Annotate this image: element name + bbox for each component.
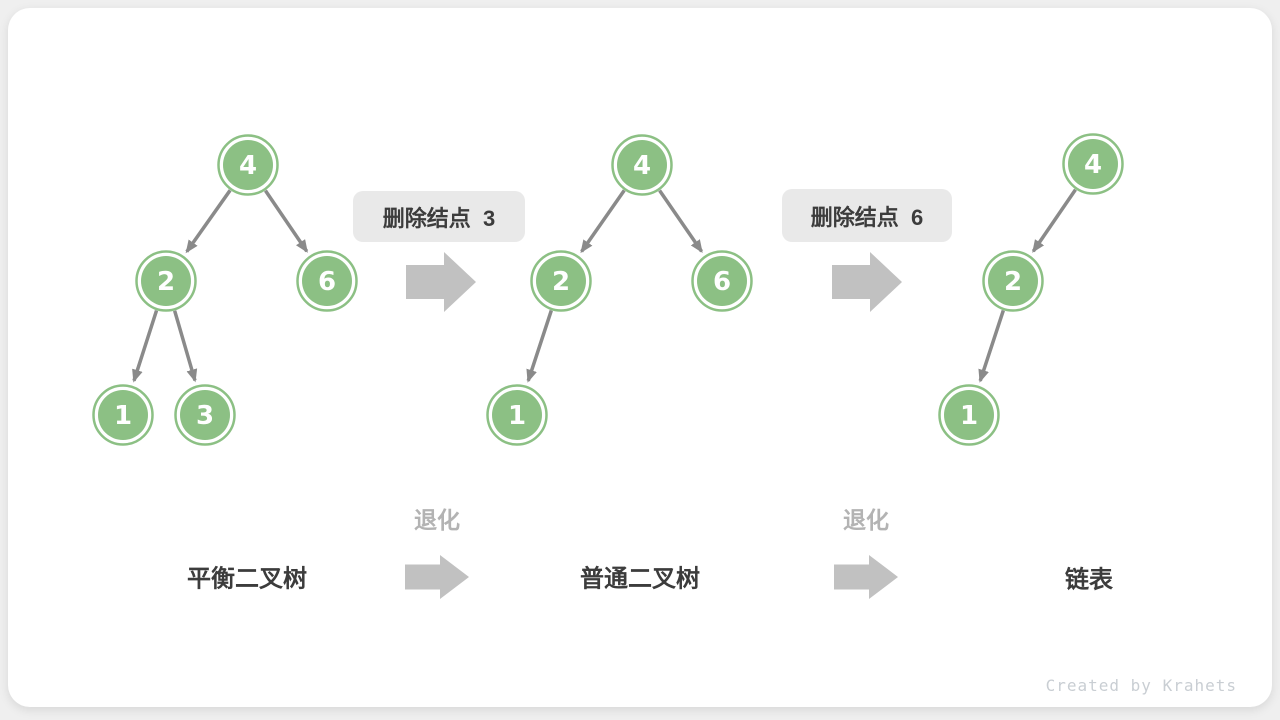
tree-edge-arrow (185, 189, 232, 254)
tree-node-6: 6 (691, 250, 753, 312)
block-arrow-right-icon (406, 252, 476, 312)
node-disk (697, 256, 747, 306)
tree-node-1: 1 (938, 384, 1000, 446)
callout-delete-node-3: 删除结点 3 (353, 191, 525, 242)
node-disk (944, 390, 994, 440)
node-disk (98, 390, 148, 440)
tree-edge-arrow (172, 310, 198, 383)
node-value: 1 (114, 401, 132, 431)
tree-node-1: 1 (92, 384, 154, 446)
tree-edge-arrow (264, 189, 309, 253)
tree-node-2: 2 (530, 250, 592, 312)
node-value: 6 (318, 267, 336, 297)
node-disk (1068, 139, 1118, 189)
tree-node-2: 2 (135, 250, 197, 312)
callout-delete-node-6: 删除结点 6 (782, 189, 952, 242)
block-arrow-right-icon (832, 252, 902, 312)
node-disk (141, 256, 191, 306)
node-disk (988, 256, 1038, 306)
degrade-caption-2: 退化 (843, 507, 889, 533)
node-value: 4 (633, 151, 651, 181)
tree-edge-arrow (1031, 188, 1077, 253)
node-value: 1 (960, 401, 978, 431)
node-value: 4 (239, 151, 257, 181)
node-disk (617, 140, 667, 190)
node-disk (180, 390, 230, 440)
node-disk (536, 256, 586, 306)
figure-card (8, 8, 1272, 707)
tree-balanced-binary-tree: 4 2 6 1 3 (92, 134, 358, 446)
tree-node-4: 4 (611, 134, 673, 196)
tree-edge-arrow (132, 309, 159, 383)
node-disk (492, 390, 542, 440)
tree-edge-arrow (658, 189, 704, 254)
block-arrow-right-icon (834, 555, 898, 599)
node-value: 3 (196, 401, 214, 431)
tree-node-2: 2 (982, 250, 1044, 312)
tree-node-4: 4 (217, 134, 279, 196)
node-value: 2 (552, 267, 570, 297)
node-value: 2 (1004, 267, 1022, 297)
tree-ordinary-binary-tree: 4 2 6 1 (486, 134, 753, 446)
tree-node-1: 1 (486, 384, 548, 446)
tree-node-3: 3 (174, 384, 236, 446)
tree-edge-arrow (526, 309, 553, 383)
stage-label-ordinary-binary-tree: 普通二叉树 (580, 565, 700, 593)
node-disk (223, 140, 273, 190)
node-value: 1 (508, 401, 526, 431)
stage-label-linked-list: 链表 (1065, 566, 1113, 594)
node-disk (302, 256, 352, 306)
node-value: 6 (713, 267, 731, 297)
watermark-credit: Created by Krahets (1045, 676, 1237, 695)
tree-node-6: 6 (296, 250, 358, 312)
tree-linked-list: 4 2 1 (938, 133, 1124, 446)
node-value: 4 (1084, 150, 1102, 180)
tree-edge-arrow (580, 189, 626, 254)
tree-edge-arrow (978, 309, 1005, 383)
degrade-caption-1: 退化 (414, 507, 460, 533)
stage-label-balanced-binary-tree: 平衡二叉树 (187, 565, 307, 593)
tree-node-4: 4 (1062, 133, 1124, 195)
node-value: 2 (157, 267, 175, 297)
block-arrow-right-icon (405, 555, 469, 599)
